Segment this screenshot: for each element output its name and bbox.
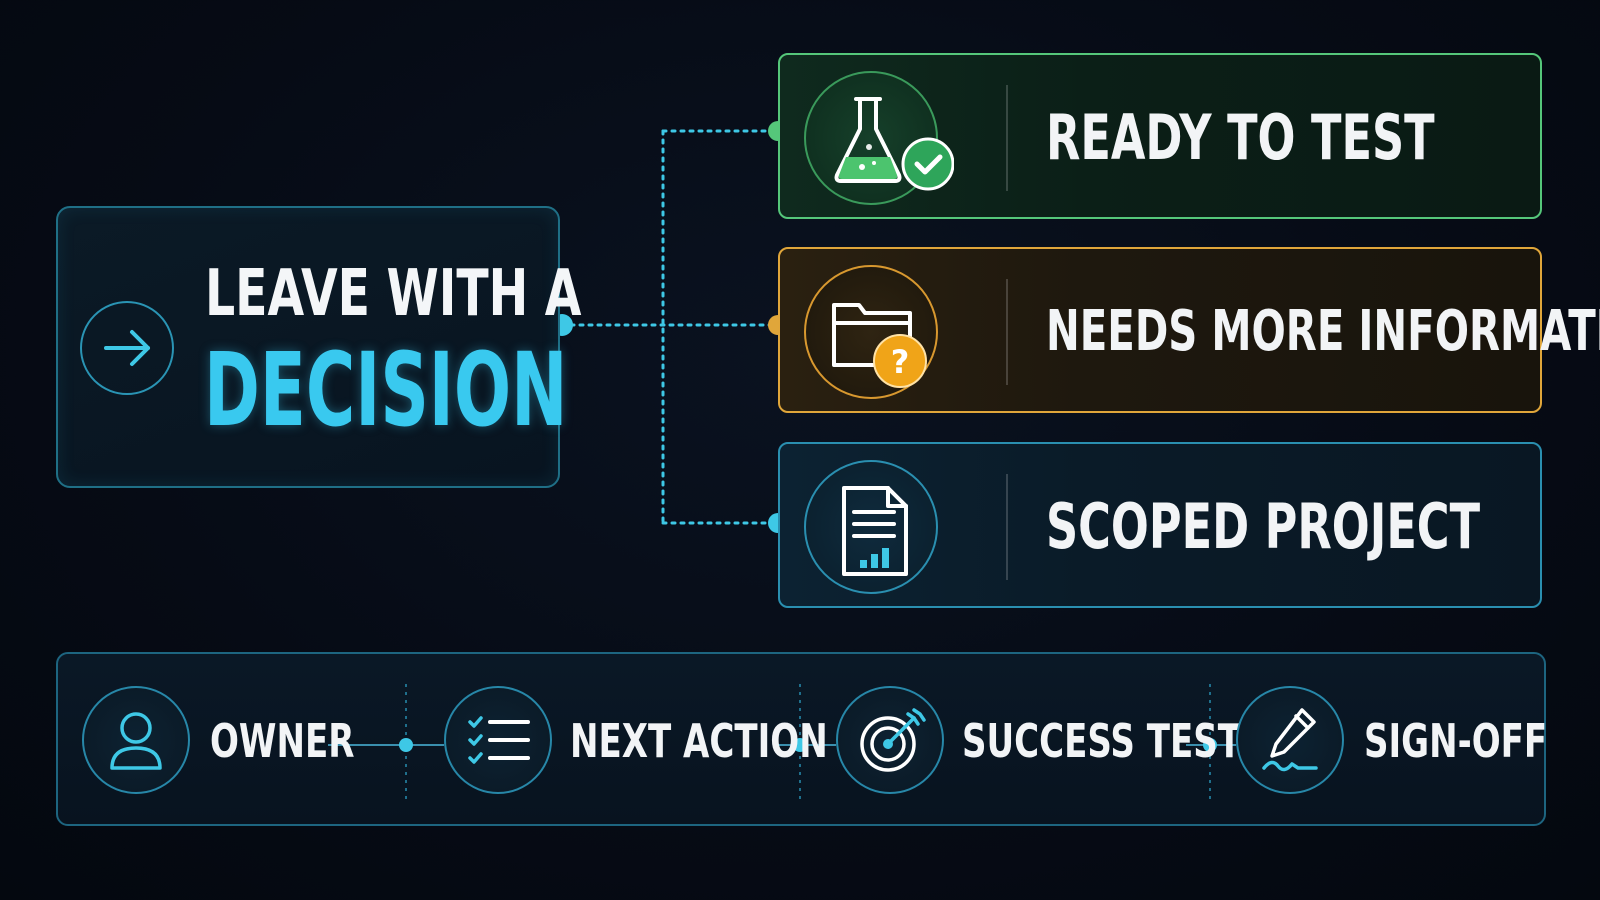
arrow-right-icon [80, 301, 174, 395]
checklist-icon [444, 686, 552, 794]
outcome-card-needs-more-information: ? NEEDS MORE INFORMATION [778, 247, 1600, 413]
outcome-label: SCOPED PROJECT [1046, 490, 1481, 563]
step-label-owner: OWNER [210, 714, 355, 768]
outcome-card-scoped-project: SCOPED PROJECT [778, 442, 1542, 608]
user-icon [82, 686, 190, 794]
decision-title-line1: LEAVE WITH A [205, 257, 582, 331]
pen-signature-icon [1236, 686, 1344, 794]
card-divider [1006, 85, 1008, 191]
step-label-next-action: NEXT ACTION [570, 714, 828, 768]
outcome-label: NEEDS MORE INFORMATION [1046, 299, 1600, 364]
document-chart-icon [804, 460, 938, 594]
card-divider [1006, 279, 1008, 385]
folder-question-icon: ? [804, 265, 938, 399]
svg-text:?: ? [891, 343, 910, 381]
step-label-success-test: SUCCESS TEST [962, 714, 1241, 768]
card-divider [1006, 474, 1008, 580]
target-icon [836, 686, 944, 794]
step-label-sign-off: SIGN-OFF [1364, 714, 1548, 768]
outcome-card-ready-to-test: READY TO TEST [778, 53, 1542, 219]
outcome-label: READY TO TEST [1046, 101, 1435, 174]
flask-check-icon [804, 71, 954, 205]
decision-title-line2: DECISION [204, 331, 568, 450]
